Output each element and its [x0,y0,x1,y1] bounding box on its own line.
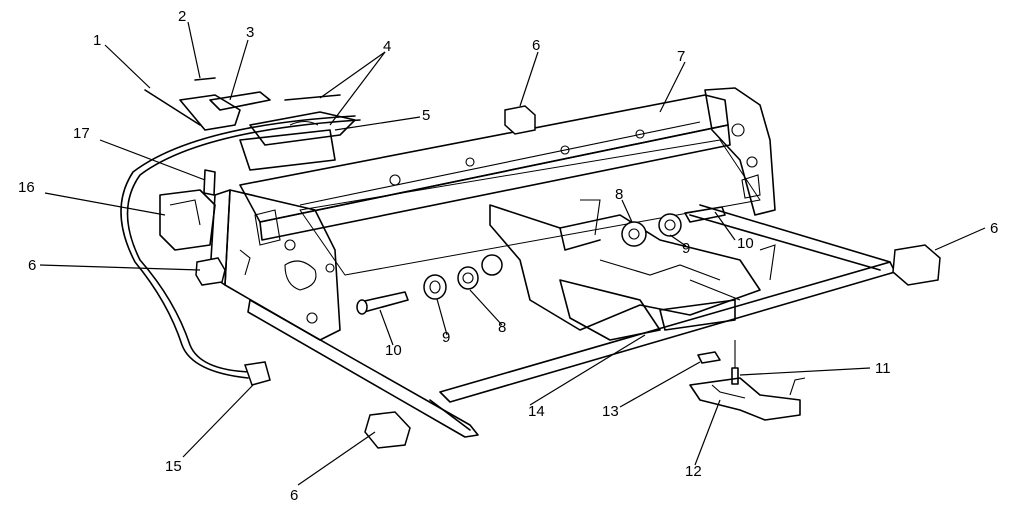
shaft-right-10 [684,206,726,223]
callout-15: 15 [165,458,182,475]
top-bracket-cluster [144,77,356,171]
callout-8: 8 [615,186,623,203]
callout-10: 10 [385,342,402,359]
callout-8: 8 [498,319,506,336]
callout-11: 11 [875,360,891,377]
callout-1: 1 [93,32,101,49]
connector-bottom [364,411,411,449]
connector-top [504,105,536,135]
front-lower-rail [247,139,896,438]
switch-block [159,169,216,251]
callout-10: 10 [737,235,754,252]
bracket-12 [689,377,806,421]
callout-13: 13 [602,403,619,420]
shaft-left-10 [356,291,409,315]
callout-14: 14 [528,403,545,420]
callout-3: 3 [246,24,254,41]
roller-left-8 [457,254,503,290]
leader-lines [39,21,986,486]
callout-6: 6 [290,487,298,504]
callout-5: 5 [422,107,430,124]
carriage-assembly [489,199,776,341]
callout-9: 9 [682,240,690,257]
connector-right [892,244,941,286]
callout-2: 2 [178,8,186,25]
callout-7: 7 [677,48,685,65]
roller-right-8 [621,221,647,247]
screw-11 [731,340,739,385]
roller-left-9 [423,274,447,300]
callout-6: 6 [532,37,540,54]
callout-6: 6 [990,220,998,237]
callout-17: 17 [73,125,90,142]
callout-16: 16 [18,179,35,196]
callout-9: 9 [442,329,450,346]
callout-6: 6 [28,257,36,274]
clip-13 [697,351,721,364]
callout-labels: 1 2 3 4 5 6 7 17 16 6 8 9 10 6 10 9 8 11… [18,8,998,504]
left-side-plate [209,189,341,341]
connector-left [195,257,226,286]
rear-rail-assembly [239,87,776,241]
cable-harness [120,115,361,386]
roller-right-9 [658,213,682,237]
callout-12: 12 [685,463,702,480]
callout-4: 4 [383,38,391,55]
